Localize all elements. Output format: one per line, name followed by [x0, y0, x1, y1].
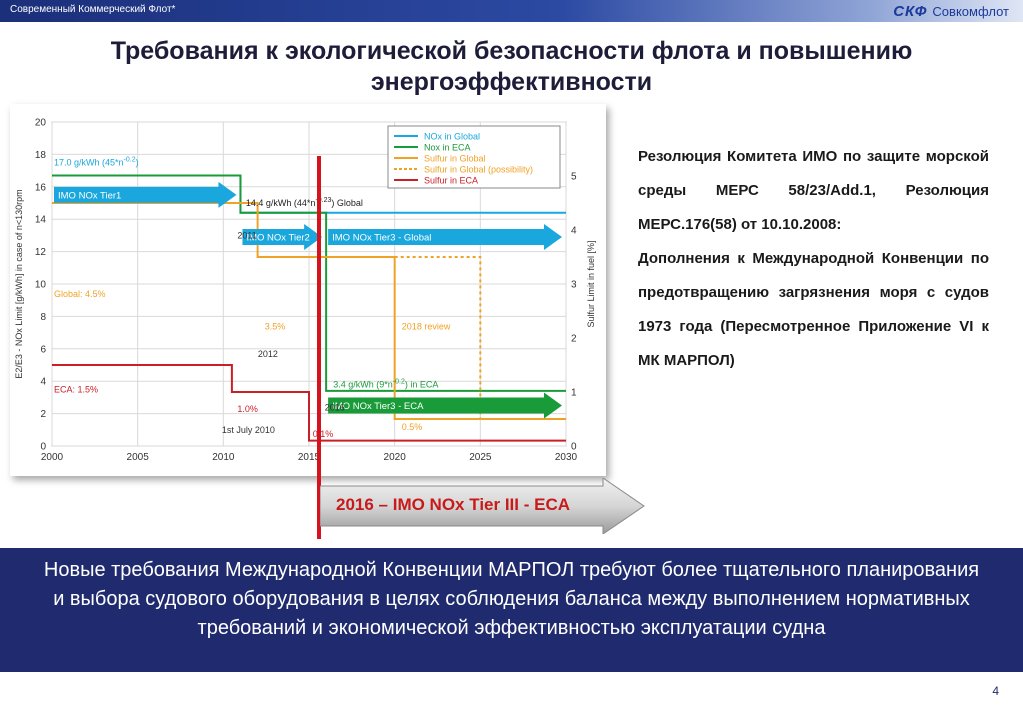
legend-label-5: Sulfur in ECA: [424, 176, 478, 186]
annotation-eca15: ECA: 1.5%: [54, 385, 98, 395]
annotation-text: 0.1%: [313, 429, 334, 439]
logo-text: Совкомфлот: [932, 3, 1009, 19]
y-tick-label: 6: [40, 344, 46, 355]
annotation-suffix: ): [136, 158, 139, 168]
y-right-tick-label: 4: [571, 226, 577, 237]
y-tick-label: 20: [35, 118, 47, 129]
marker-2016-line: [317, 156, 321, 539]
conclusion-box: [0, 548, 1023, 672]
annotation-text: ECA: 1.5%: [54, 385, 98, 395]
tier-arrow-3: [328, 224, 562, 251]
x-tick-label: 2015: [298, 452, 321, 463]
annotation-text: 3.4 g/kWh (9*n: [333, 380, 393, 390]
annotation-text: 0.5%: [402, 422, 423, 432]
annotation-s35: 3.5%: [265, 321, 286, 331]
annotation-s01: 0.1%: [313, 429, 334, 439]
annotation-sup: -0.23: [315, 197, 331, 204]
series-line-5: [52, 364, 566, 442]
annotation-text: 1.0%: [237, 404, 258, 414]
x-tick-label: 2030: [555, 452, 578, 463]
y-tick-label: 0: [40, 442, 46, 453]
y-right-axis-label: Sulfur Limit in fuel [%]: [586, 240, 596, 327]
legend-label-3: Sulfur in Global: [424, 154, 486, 164]
annotation-text: 2016: [325, 402, 345, 412]
y-right-tick-label: 5: [571, 172, 577, 183]
company-tagline: Современный Коммерческий Флот*: [10, 4, 176, 15]
y-right-tick-label: 1: [571, 388, 577, 399]
series-line-4: [394, 256, 566, 420]
annotation-text: 1st July 2010: [222, 425, 275, 435]
series-line-2: [52, 174, 566, 392]
legend-label-4: Sulfur in Global (possibility): [424, 165, 533, 175]
x-tick-label: 2005: [127, 452, 150, 463]
tier3-eca-banner: [320, 478, 645, 534]
logo-mark: СКФ: [893, 2, 928, 20]
resolution-paragraph-2: Дополнения к Международной Конвенции по …: [638, 250, 989, 369]
banner-text: 2016 – IMO NOx Tier III - ECA: [336, 494, 570, 516]
y-tick-label: 18: [35, 150, 47, 161]
annotation-suffix: ) Global: [331, 198, 363, 208]
banner-label: – IMO NOx Tier III - ECA: [373, 495, 571, 514]
annotation-nox17: 17.0 g/kWh (45*n-0.2): [54, 157, 139, 168]
y-tick-label: 10: [35, 280, 47, 291]
annotation-y2016: 2016: [325, 402, 345, 412]
annotation-text: 3.5%: [265, 321, 286, 331]
tier-arrow-label-2: IMO NOx Tier2: [246, 233, 309, 244]
legend-label-1: NOx in Global: [424, 132, 480, 142]
tier-arrow-2: [242, 224, 323, 251]
annotation-sup: -0.2: [393, 379, 405, 386]
tier-arrow-1: [54, 181, 237, 208]
chart-annotations: 17.0 g/kWh (45*n-0.2)14.4 g/kWh (44*n-0.…: [54, 157, 451, 439]
tier-arrow-label-1: IMO NOx Tier1: [58, 190, 121, 201]
conclusion-text: Новые требования Международной Конвенции…: [43, 559, 980, 639]
resolution-text: Резолюция Комитета ИМО по защите морской…: [638, 140, 989, 378]
annotation-text: 14.4 g/kWh (44*n: [246, 198, 316, 208]
top-bar: Современный Коммерческий Флот* СКФ Совко…: [0, 0, 1023, 22]
y-axis-label: E2/E3 - NOx Limit [g/kWh] in case of n<1…: [14, 189, 24, 378]
annotation-s05: 0.5%: [402, 422, 423, 432]
annotation-text: Global: 4.5%: [54, 289, 106, 299]
annotation-nox34: 3.4 g/kWh (9*n-0.2) in ECA: [333, 379, 438, 390]
annotation-global45: Global: 4.5%: [54, 289, 106, 299]
annotation-s10: 1.0%: [237, 404, 258, 414]
page-title: Требования к экологической безопасности …: [110, 37, 913, 96]
banner-year: 2016: [336, 495, 374, 514]
x-tick-label: 2000: [41, 452, 64, 463]
y-tick-label: 2: [40, 409, 46, 420]
annotation-text: 2011: [237, 231, 256, 241]
legend-label-2: Nox in ECA: [424, 143, 471, 153]
y-tick-label: 12: [35, 247, 47, 258]
x-tick-label: 2025: [469, 452, 492, 463]
y-tick-label: 14: [35, 215, 47, 226]
y-tick-label: 4: [40, 377, 46, 388]
y-right-tick-label: 2: [571, 334, 577, 345]
y-tick-label: 16: [35, 182, 47, 193]
tier-arrow-label-3: IMO NOx Tier3 - Global: [332, 233, 431, 244]
y-right-tick-label: 3: [571, 280, 577, 291]
company-logo: СКФ Совкомфлот: [893, 2, 1009, 20]
y-right-tick-label: 0: [571, 442, 577, 453]
tier-arrow-4: [328, 392, 562, 419]
y-tick-label: 8: [40, 312, 46, 323]
annotation-y2011: 2011: [237, 231, 256, 241]
annotation-text: 2012: [258, 349, 278, 359]
annotation-july2010: 1st July 2010: [222, 425, 275, 435]
x-tick-label: 2010: [212, 452, 235, 463]
annotation-suffix: ) in ECA: [405, 380, 439, 390]
annotation-nox144: 14.4 g/kWh (44*n-0.23) Global: [246, 197, 363, 208]
annotation-text: 2018 review: [402, 321, 451, 331]
x-tick-label: 2020: [384, 452, 407, 463]
annotation-sup: -0.2: [124, 157, 136, 164]
tier-arrow-label-4: IMO NOx Tier3 - ECA: [332, 401, 424, 412]
annotation-text: 17.0 g/kWh (45*n: [54, 158, 124, 168]
annotation-review2018: 2018 review: [402, 321, 451, 331]
page-number: 4: [992, 684, 999, 698]
annotation-y2012: 2012: [258, 349, 278, 359]
resolution-paragraph-1: Резолюция Комитета ИМО по защите морской…: [638, 148, 989, 233]
